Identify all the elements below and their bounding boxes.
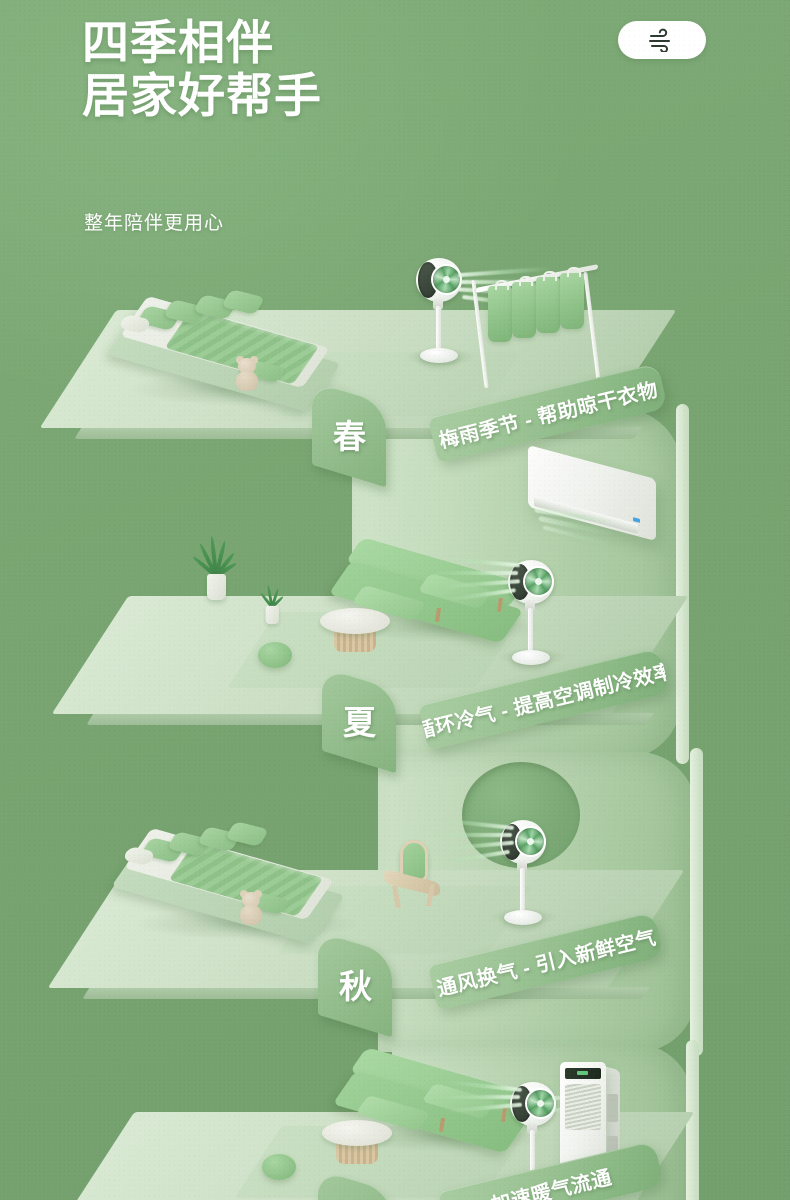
potted-plant-small-summer [259,575,285,627]
wind-badge[interactable] [618,21,706,59]
wind-icon [647,28,677,52]
season-label-summer: 夏 [342,704,376,741]
title-line-2: 居家好帮手 [82,69,322,123]
season-label-autumn: 秋 [338,968,372,1005]
coffee-table-summer [312,608,400,664]
pouf-summer [258,642,292,668]
wall-edge-2 [690,748,703,1056]
wall-edge-1 [676,404,689,764]
wall-air-conditioner-summer [528,444,656,542]
potted-palm-summer [191,530,238,604]
page-title: 四季相伴 居家好帮手 [82,16,322,122]
page-subtitle: 整年陪伴更用心 [84,213,225,234]
clothes-rack-spring [470,264,610,398]
pouf-winter [262,1154,296,1180]
teddy-bear-spring [234,356,260,392]
season-label-spring: 春 [332,418,366,455]
lounge-chair-autumn [384,840,448,910]
teddy-bear-autumn [238,890,264,926]
fan-circulator-spring [408,258,464,363]
wall-edge-3 [686,1040,699,1200]
fan-circulator-summer [500,560,556,665]
coffee-table-winter [314,1120,402,1176]
fan-circulator-autumn [492,820,548,925]
title-line-1: 四季相伴 [82,16,274,69]
